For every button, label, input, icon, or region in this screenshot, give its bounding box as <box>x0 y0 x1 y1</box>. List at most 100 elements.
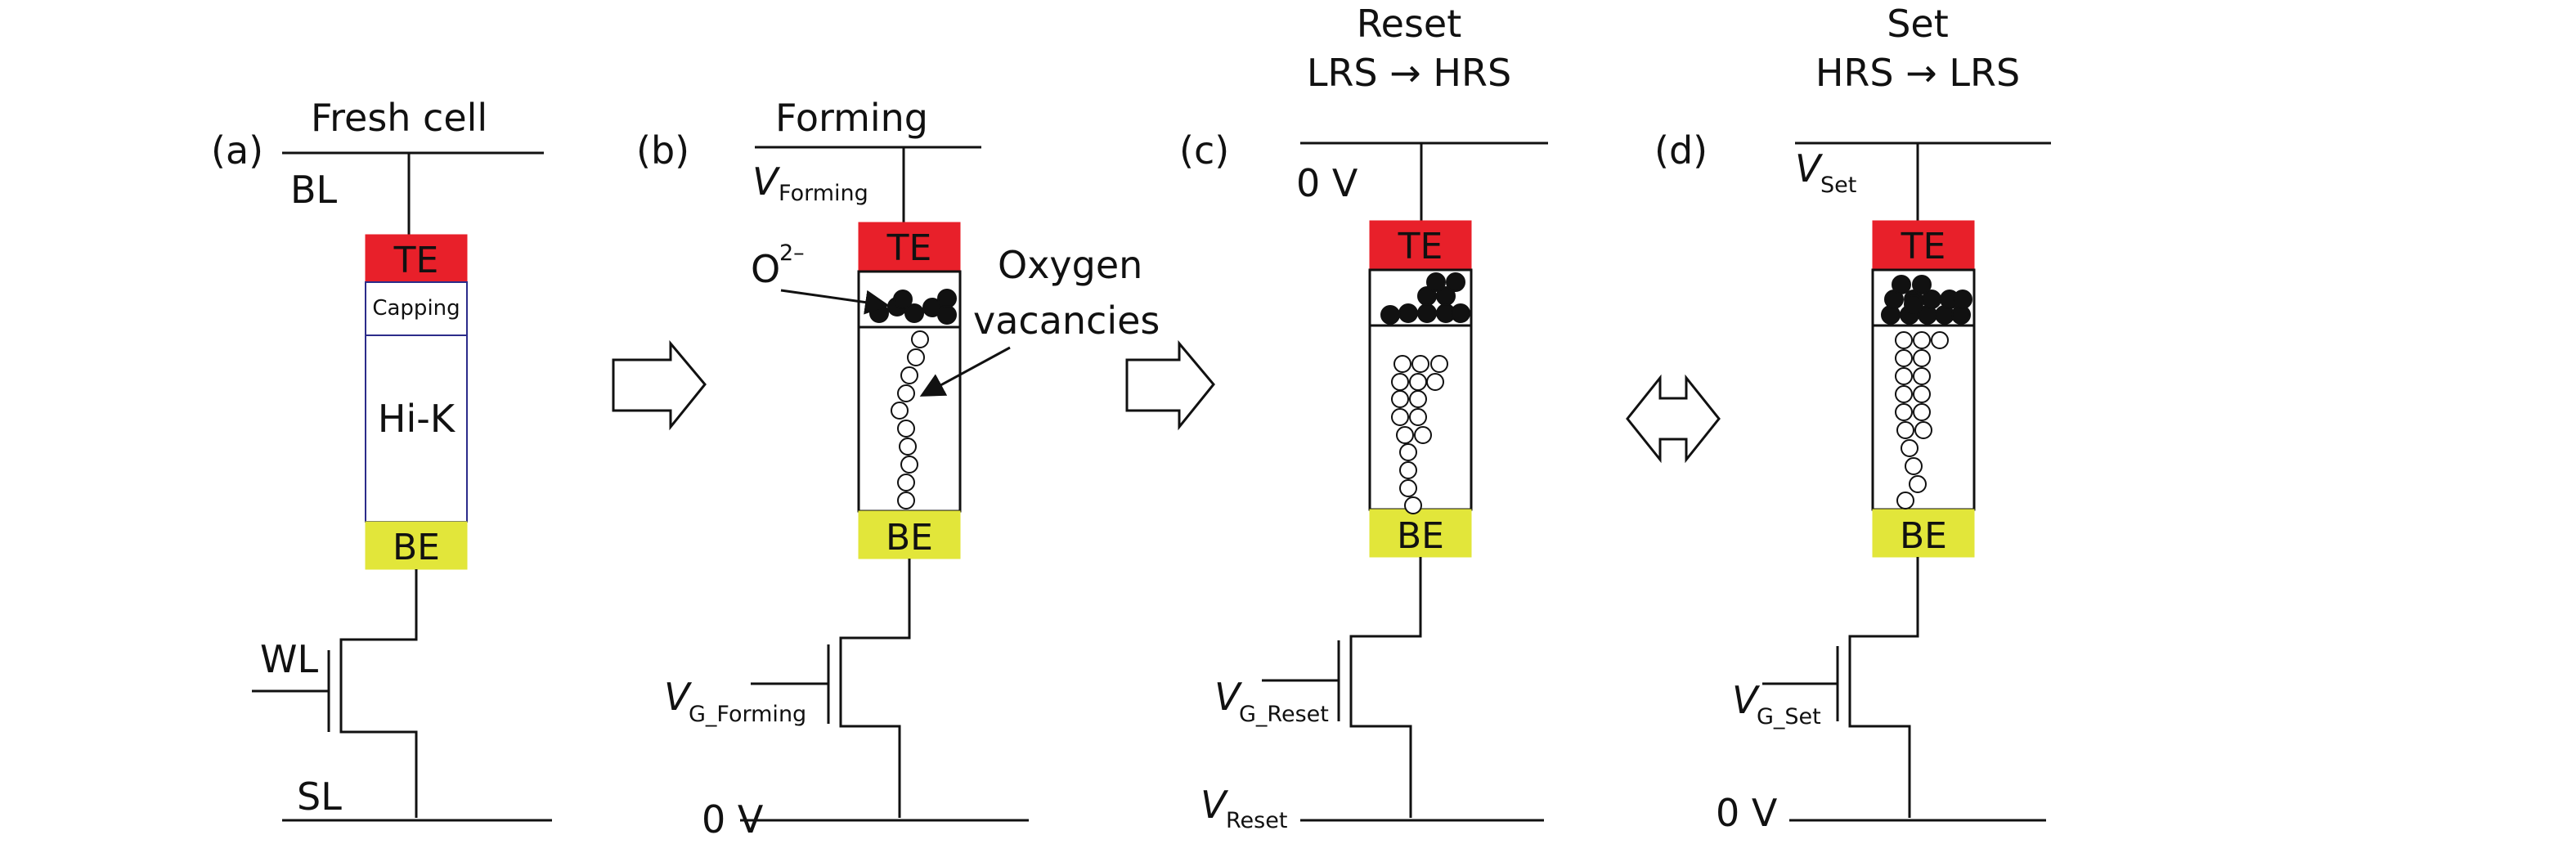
panel-b-ion-label: O <box>751 247 780 291</box>
panel-b-particles <box>869 289 957 510</box>
panel-b-vacancy-arrow <box>919 346 1011 397</box>
panel-b-bottom-label: 0 V <box>702 797 764 842</box>
panel-d-bottom-electrode <box>1872 509 1975 558</box>
panel-a-capping-label: Capping <box>372 296 460 321</box>
oxygen-vacancy <box>1905 457 1923 475</box>
oxygen-ion <box>1380 305 1400 325</box>
panel-d-te-label: TE <box>1901 226 1946 267</box>
panel-a: (a) Fresh cell BL TE Capping Hi-K BE WL … <box>211 96 552 822</box>
panel-a-bottom-electrode <box>365 521 468 570</box>
panel-b-vacancy-label-1: Oxygen <box>998 243 1142 287</box>
panel-d: (d) Set HRS → LRS V Set TE BE V G_Set 0 … <box>1654 2 2051 835</box>
oxygen-vacancy <box>1414 426 1432 444</box>
panel-a-oxide-layer <box>365 334 468 523</box>
oxygen-vacancy <box>897 492 915 510</box>
panel-a-gate-label: WL <box>260 637 318 681</box>
panel-b-te-label: TE <box>886 227 932 269</box>
panel-d-top-label: V <box>1795 146 1824 191</box>
panel-b-bottom-electrode <box>858 510 961 559</box>
oxygen-vacancy <box>900 456 918 474</box>
oxygen-ion <box>1953 290 1972 309</box>
oxygen-ion <box>1426 272 1446 292</box>
panel-b-ion-arrow <box>780 289 890 315</box>
oxygen-vacancy <box>1913 349 1931 367</box>
panel-a-letter: (a) <box>211 128 263 173</box>
oxygen-vacancy <box>911 330 929 348</box>
panel-b-gate-label-sub: G_Forming <box>689 702 806 727</box>
oxygen-ion <box>904 303 924 323</box>
oxygen-vacancy <box>1399 461 1417 479</box>
panel-d-letter: (d) <box>1654 128 1708 173</box>
panel-b-be-label: BE <box>886 517 933 559</box>
oxygen-ion <box>1436 286 1456 306</box>
panel-c-gate-label: V <box>1214 675 1243 719</box>
panel-a-title: Fresh cell <box>311 96 487 140</box>
panel-d-title-1: Set <box>1887 2 1949 46</box>
oxygen-vacancy <box>1391 390 1409 408</box>
panel-a-top-label: BL <box>290 168 338 212</box>
oxygen-vacancy <box>1391 373 1409 391</box>
panel-b-gate-label: V <box>664 675 693 719</box>
panel-c-be-label: BE <box>1397 515 1444 557</box>
oxygen-vacancy <box>891 402 909 420</box>
right-arrow-icon <box>1125 339 1215 431</box>
oxygen-ion <box>893 290 913 309</box>
oxygen-vacancy <box>1409 408 1427 426</box>
panel-d-top-label-sub: Set <box>1820 173 1856 198</box>
panel-c-gate-label-sub: G_Reset <box>1239 702 1329 727</box>
panel-d-transistor <box>1762 557 1919 818</box>
oxygen-ion <box>1446 272 1465 292</box>
oxygen-vacancy <box>1895 349 1913 367</box>
panel-c-particles <box>1380 272 1470 514</box>
oxygen-vacancy <box>1399 479 1417 497</box>
panel-a-top-electrode <box>365 234 468 283</box>
panel-a-te-label: TE <box>393 240 439 281</box>
panel-b-title: Forming <box>775 96 928 140</box>
oxygen-vacancy <box>1895 367 1913 385</box>
oxygen-vacancy <box>1391 408 1409 426</box>
panel-c-te-label: TE <box>1398 226 1443 267</box>
oxygen-ion <box>937 289 957 308</box>
panel-b: (b) Forming V Forming TE BE O 2– Oxygen … <box>636 96 1160 842</box>
panel-a-bottom-label: SL <box>297 774 342 819</box>
oxygen-vacancy <box>1409 390 1427 408</box>
panel-d-particles <box>1881 275 1972 510</box>
oxygen-vacancy <box>897 420 915 438</box>
panel-d-title-2: HRS → LRS <box>1815 51 2020 95</box>
oxygen-vacancy <box>1909 475 1927 493</box>
oxygen-vacancy <box>1895 385 1913 403</box>
oxygen-vacancy <box>1901 439 1919 457</box>
panel-a-capping-layer <box>365 281 468 336</box>
panel-a-oxide-label: Hi-K <box>378 397 456 441</box>
panel-b-letter: (b) <box>636 128 689 173</box>
oxygen-ion <box>1904 294 1923 314</box>
oxygen-vacancy <box>900 366 918 384</box>
panel-c-bottom-label-sub: Reset <box>1226 808 1287 833</box>
oxygen-ion <box>1912 275 1932 294</box>
panel-c-top-electrode <box>1369 220 1472 271</box>
panel-b-top-label-sub: Forming <box>779 181 868 206</box>
panel-d-gate-label-sub: G_Set <box>1757 704 1821 730</box>
panel-d-be-label: BE <box>1900 515 1947 557</box>
oxygen-vacancy <box>897 474 915 492</box>
oxygen-vacancy <box>1430 355 1448 373</box>
panel-c-title-2: LRS → HRS <box>1307 51 1511 95</box>
oxygen-vacancy <box>1913 385 1931 403</box>
oxygen-vacancy <box>1931 331 1949 349</box>
oxygen-ion <box>937 305 957 325</box>
panel-c-top-label: 0 V <box>1296 161 1358 205</box>
oxygen-vacancy <box>897 384 915 402</box>
panel-c-bottom-electrode <box>1369 509 1472 558</box>
panel-b-top-label: V <box>752 159 781 204</box>
oxygen-vacancy <box>1409 373 1427 391</box>
oxygen-ion <box>1451 303 1470 323</box>
panel-d-bottom-label: 0 V <box>1716 791 1778 835</box>
panel-c-title-1: Reset <box>1357 2 1462 46</box>
oxygen-vacancy <box>1896 492 1914 510</box>
panel-d-gate-label: V <box>1732 678 1761 722</box>
oxygen-ion <box>1398 303 1418 323</box>
panel-c-bottom-label: V <box>1200 783 1229 827</box>
panel-a-be-label: BE <box>393 527 440 568</box>
oxygen-vacancy <box>1895 403 1913 421</box>
